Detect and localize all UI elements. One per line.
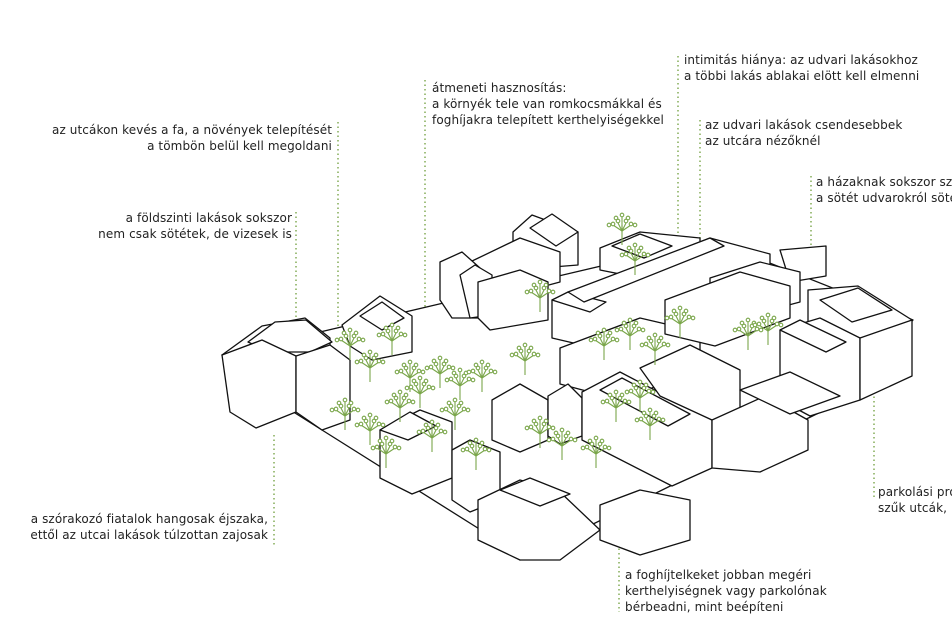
tree-icon (634, 407, 666, 440)
tree-icon (394, 359, 426, 392)
building (295, 344, 351, 431)
tree-icon (639, 332, 671, 365)
tree-icon (416, 419, 448, 452)
tree-icon (664, 305, 696, 338)
tree-icon (546, 427, 578, 460)
tree-icon (752, 312, 784, 345)
annotation-line: a házaknak sokszor szűk (816, 175, 952, 189)
building (477, 269, 549, 331)
annotation-line: nem csak sötétek, de vizesek is (98, 227, 292, 241)
building (739, 371, 841, 415)
tree-icon (619, 242, 651, 275)
annotation-courtyard-quiet: az udvari lakások csendesebbek az utcára… (705, 117, 902, 149)
annotation-line: az utcára nézőknél (705, 134, 821, 148)
annotation-line: a tömbön belül kell megoldani (147, 139, 332, 153)
annotation-intimacy: intimitás hiánya: az udvari lakásokhoz a… (684, 52, 919, 84)
tree-icon (370, 435, 402, 468)
tree-icon (624, 379, 656, 412)
tree-icon (376, 322, 408, 355)
tree-icon (424, 355, 456, 388)
building (859, 319, 913, 401)
annotation-line: szűk utcák, k (878, 501, 952, 515)
building (529, 213, 579, 247)
building (599, 489, 691, 556)
building (567, 237, 725, 303)
annotation-line: intimitás hiánya: az udvari lakásokhoz (684, 53, 918, 67)
tree-icon (460, 437, 492, 470)
building (499, 477, 571, 507)
tree-icon (334, 327, 366, 360)
tree-icon (444, 367, 476, 400)
annotation-ground-floor: a földszinti lakások sokszor nem csak sö… (98, 210, 292, 242)
annotation-narrow-houses: a házaknak sokszor szűk a sötét udvarokr… (816, 174, 952, 206)
tree-icon (600, 389, 632, 422)
annotation-line: kerthelyiségnek vagy parkolónak (625, 584, 827, 598)
tree-icon (509, 342, 541, 375)
tree-icon (588, 327, 620, 360)
tree-icon (524, 279, 556, 312)
annotation-line: az udvari lakások csendesebbek (705, 118, 903, 132)
annotation-street-trees: az utcákon kevés a fa, a növények telepí… (52, 122, 332, 154)
tree-icon (354, 349, 386, 382)
tree-icon (732, 317, 764, 350)
annotation-line: parkolási pro (878, 485, 952, 499)
tree-icon (614, 317, 646, 350)
trees (329, 212, 784, 470)
annotation-line: ettől az utcai lakások túlzottan zajosak (30, 528, 268, 542)
tree-icon (439, 397, 471, 430)
building-block (221, 213, 914, 561)
tree-icon (524, 415, 556, 448)
annotation-line: a szórakozó fiatalok hangosak éjszaka, (30, 512, 268, 526)
tree-icon (580, 435, 612, 468)
annotation-noise: a szórakozó fiatalok hangosak éjszaka, e… (30, 511, 268, 543)
tree-icon (466, 359, 498, 392)
annotation-line: a földszinti lakások sokszor (125, 211, 292, 225)
tree-icon (354, 412, 386, 445)
annotation-line: foghíjakra telepített kerthelyiségekkel (432, 113, 664, 127)
building (551, 291, 607, 313)
annotation-line: bérbeadni, mint beépíteni (625, 600, 784, 614)
annotation-line: a környék tele van romkocsmákkal és (432, 97, 662, 111)
tree-icon (404, 375, 436, 408)
tree-icon (384, 389, 416, 422)
annotation-parking: parkolási pro szűk utcák, k (878, 484, 952, 516)
tree-icon (329, 397, 361, 430)
annotation-temporary-use: átmeneti hasznosítás: a környék tele van… (432, 80, 664, 128)
building (221, 339, 297, 429)
annotation-line: átmeneti hasznosítás: (432, 81, 567, 95)
building (819, 287, 893, 323)
annotation-line: a sötét udvarokról sötét (816, 191, 952, 205)
building (779, 319, 847, 353)
annotation-line: a foghíjtelkeket jobban megéri (625, 568, 812, 582)
tree-icon (606, 212, 638, 245)
annotation-line: az utcákon kevés a fa, a növények telepí… (52, 123, 332, 137)
annotation-gap-plots: a foghíjtelkeket jobban megéri kerthelyi… (625, 567, 827, 615)
annotation-line: a többi lakás ablakai elött kell elmenni (684, 69, 920, 83)
